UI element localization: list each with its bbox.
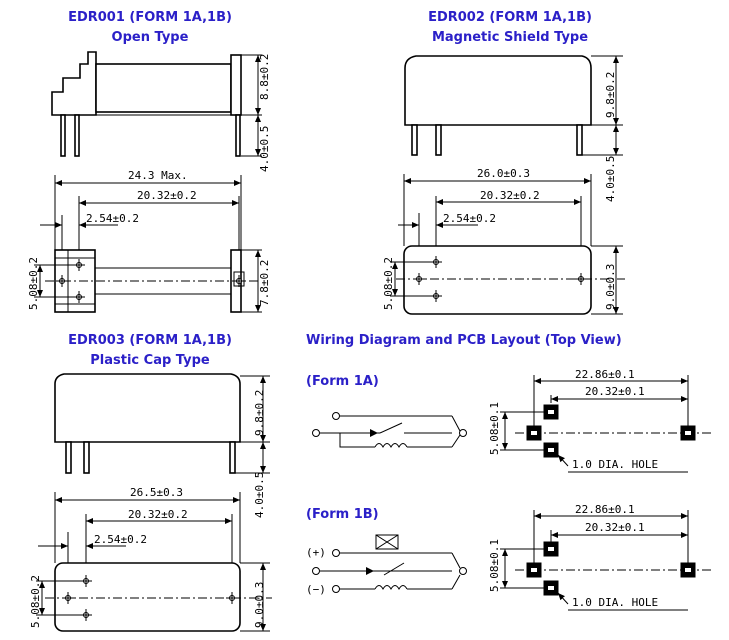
edr003-title: EDR003 (FORM 1A,1B) bbox=[68, 333, 232, 348]
form1b-label: (Form 1B) bbox=[306, 507, 379, 522]
edr003-length-dim: 26.5±0.3 bbox=[130, 486, 183, 499]
form1b-row-dim: 5.08±0.1 bbox=[488, 539, 501, 592]
form1b-minus-label: (−) bbox=[306, 583, 326, 596]
form1b-hole-note: 1.0 DIA. HOLE bbox=[572, 596, 658, 609]
edr001-length-dim: 24.3 Max. bbox=[128, 169, 188, 182]
form1a-schematic bbox=[312, 412, 467, 449]
edr003-subtitle: Plastic Cap Type bbox=[90, 353, 210, 368]
edr003-offset-dim: 2.54±0.2 bbox=[94, 533, 147, 546]
form1b-pitch-dim: 20.32±0.1 bbox=[585, 521, 645, 534]
edr002-row-dim: 5.08±0.2 bbox=[382, 257, 395, 310]
edr002-title: EDR002 (FORM 1A,1B) bbox=[428, 10, 592, 25]
edr003-height-dim: 9.8±0.2 bbox=[253, 390, 266, 436]
edr001-row-dim: 5.08±0.2 bbox=[27, 257, 40, 310]
edr002-height-dim: 9.8±0.2 bbox=[604, 72, 617, 118]
form1a-pitch-dim: 20.32±0.1 bbox=[585, 385, 645, 398]
edr001-pitch-dim: 20.32±0.2 bbox=[137, 189, 197, 202]
form1a-pcb-layout: 22.86±0.1 20.32±0.1 5.08±0.1 1.0 DIA. HO… bbox=[488, 368, 712, 473]
form1b-schematic: (+) (−) bbox=[306, 534, 467, 596]
form1a-overall-dim: 22.86±0.1 bbox=[575, 368, 635, 381]
wiring-title: Wiring Diagram and PCB Layout (Top View) bbox=[306, 333, 622, 348]
form1a-hole-note: 1.0 DIA. HOLE bbox=[572, 458, 658, 471]
edr003-side-view: 9.8±0.2 4.0±0.5 bbox=[54, 373, 270, 518]
edr001-title: EDR001 (FORM 1A,1B) bbox=[68, 10, 232, 25]
edr003-width-dim: 9.0±0.3 bbox=[253, 582, 266, 628]
edr001-top-view: 24.3 Max. 20.32±0.2 2.54±0.2 5.08±0.2 7.… bbox=[27, 169, 271, 313]
form1b-overall-dim: 22.86±0.1 bbox=[575, 503, 635, 516]
form1b-plus-label: (+) bbox=[306, 546, 326, 559]
edr002-length-dim: 26.0±0.3 bbox=[477, 167, 530, 180]
edr002-pitch-dim: 20.32±0.2 bbox=[480, 189, 540, 202]
edr003-pin-dim: 4.0±0.5 bbox=[253, 472, 266, 518]
form1a-label: (Form 1A) bbox=[306, 374, 379, 389]
edr002-offset-dim: 2.54±0.2 bbox=[443, 212, 496, 225]
edr003-top-view: 26.5±0.3 20.32±0.2 2.54±0.2 5.08±0.2 9.0… bbox=[29, 486, 272, 632]
form1a-row-dim: 5.08±0.1 bbox=[488, 402, 501, 455]
edr001-width-dim: 7.8±0.2 bbox=[258, 260, 271, 306]
edr003-row-dim: 5.08±0.2 bbox=[29, 575, 42, 628]
edr001-subtitle: Open Type bbox=[111, 30, 189, 45]
edr001-offset-dim: 2.54±0.2 bbox=[86, 212, 139, 225]
edr001-pin-dim: 4.0±0.5 bbox=[258, 126, 271, 172]
edr001-side-view: 8.8±0.2 4.0±0.5 bbox=[51, 51, 271, 172]
edr002-subtitle: Magnetic Shield Type bbox=[431, 30, 589, 45]
edr002-width-dim: 9.0±0.3 bbox=[604, 264, 617, 310]
edr003-pitch-dim: 20.32±0.2 bbox=[128, 508, 188, 521]
edr002-pin-dim: 4.0±0.5 bbox=[604, 156, 617, 202]
edr002-top-view: 26.0±0.3 20.32±0.2 2.54±0.2 5.08±0.2 9.0… bbox=[382, 167, 625, 315]
edr002-side-view: 9.8±0.2 4.0±0.5 bbox=[404, 55, 623, 202]
form1b-pcb-layout: 22.86±0.1 20.32±0.1 5.08±0.1 1.0 DIA. HO… bbox=[488, 503, 712, 611]
edr001-height-dim: 8.8±0.2 bbox=[258, 54, 271, 100]
